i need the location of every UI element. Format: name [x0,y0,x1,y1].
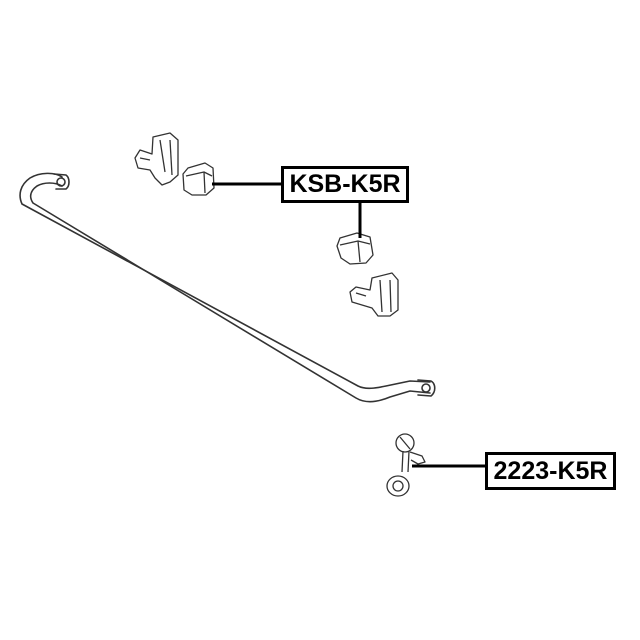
callout-2223-k5r: 2223-K5R [485,452,616,490]
bushing-lower-icon [336,232,374,265]
bushing-upper-icon [182,162,215,196]
callout-label: KSB-K5R [289,170,401,198]
bushing-bracket-upper-icon [134,132,179,186]
stabilizer-link-icon [386,433,426,497]
bushing-bracket-lower-icon [349,272,399,317]
callout-ksb-k5r: KSB-K5R [281,166,409,203]
stabilizer-bar [19,172,436,403]
leader-lines [212,182,486,468]
callout-label: 2223-K5R [493,456,608,485]
